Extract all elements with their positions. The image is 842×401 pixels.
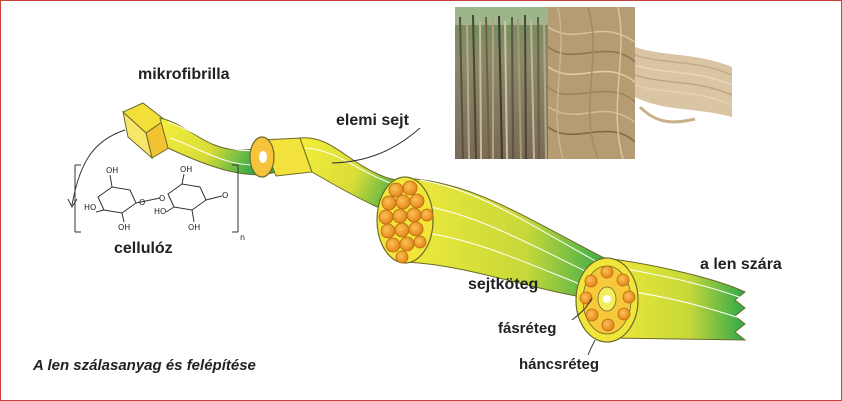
- label-sejtkoteg: sejtköteg: [468, 276, 538, 294]
- o-label-3: O: [222, 191, 228, 200]
- oh-label-4: OH: [188, 223, 200, 232]
- ho-label-2: HO: [154, 207, 166, 216]
- o-label-1: O: [139, 198, 145, 207]
- oh-label-3: OH: [180, 165, 192, 174]
- cellulose-structure: [75, 165, 238, 232]
- oh-label-2: OH: [118, 223, 130, 232]
- label-mikrofibrilla: mikrofibrilla: [138, 66, 230, 84]
- n-label: n: [240, 233, 245, 242]
- label-fasreteg: fásréteg: [498, 320, 556, 337]
- ho-label-1: HO: [84, 203, 96, 212]
- leader-hancsreteg: [588, 340, 595, 355]
- o-label-2: O: [159, 194, 165, 203]
- label-a-len-szara: a len szára: [700, 256, 782, 274]
- figure-caption: A len szálasanyag és felépítése: [33, 357, 256, 374]
- oh-label-1: OH: [106, 166, 118, 175]
- label-elemi-sejt: elemi sejt: [336, 112, 409, 130]
- label-cellulose: cellulóz: [114, 240, 173, 258]
- label-hancsreteg: háncsréteg: [519, 356, 599, 373]
